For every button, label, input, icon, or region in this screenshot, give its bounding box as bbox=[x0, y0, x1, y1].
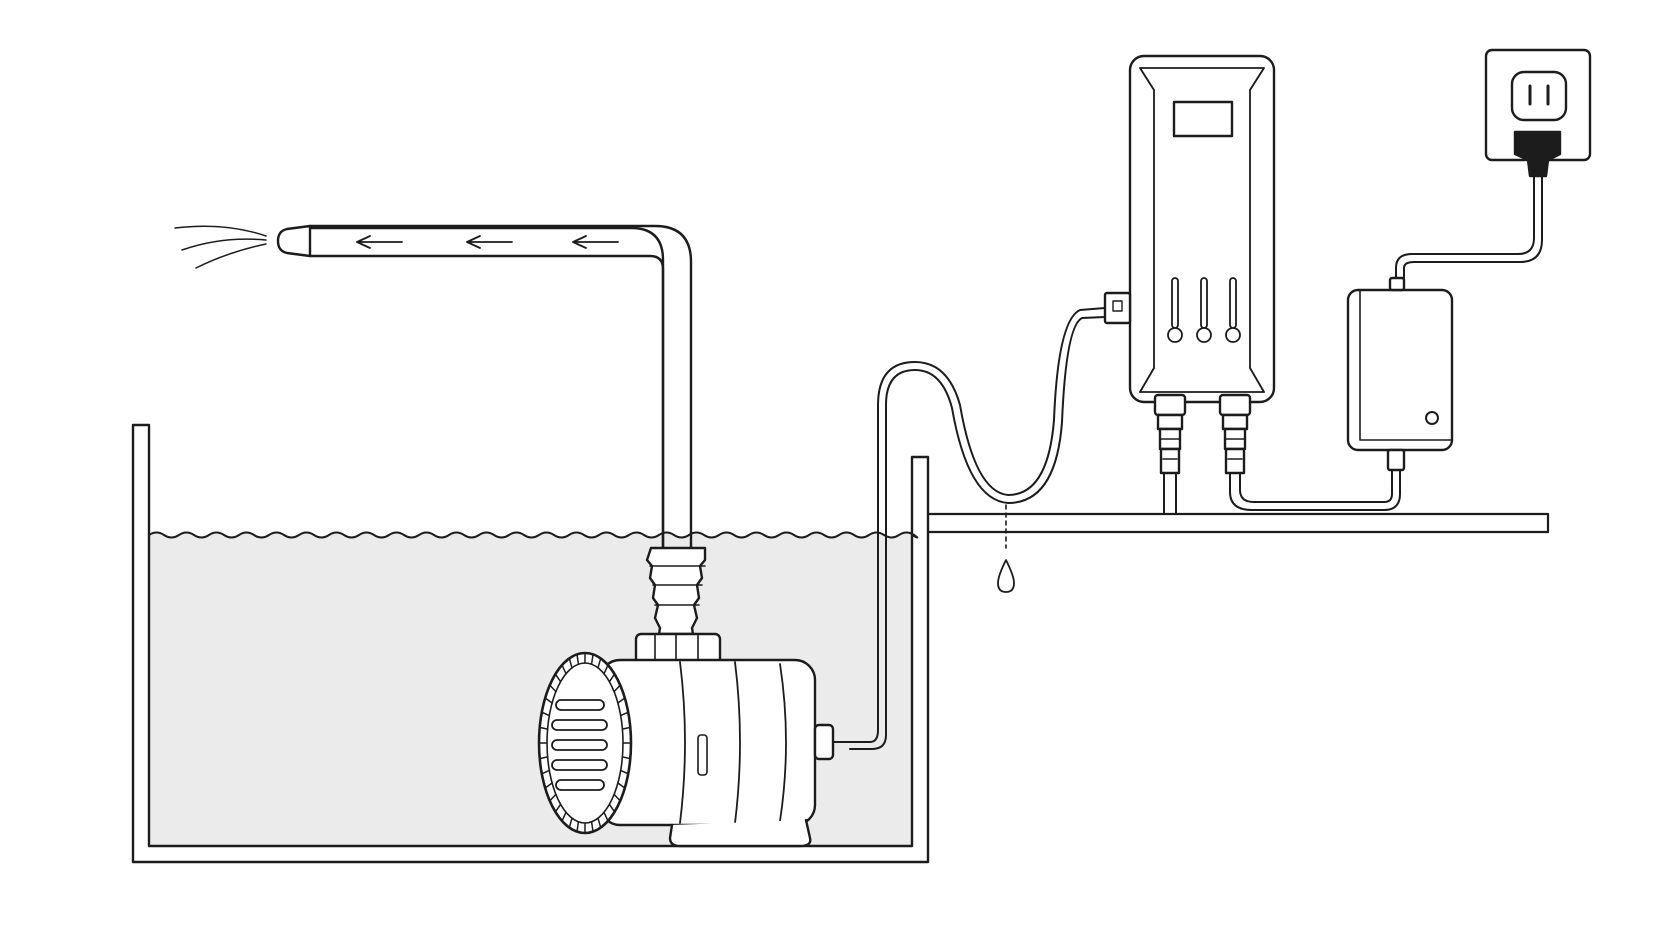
controller bbox=[1103, 54, 1276, 515]
intake-rib bbox=[621, 726, 632, 730]
intake-rib bbox=[541, 769, 551, 775]
controller-connector-left bbox=[1153, 393, 1187, 515]
water-spray-icon bbox=[174, 225, 267, 269]
intake-rib bbox=[576, 821, 580, 833]
controller-side-port bbox=[1103, 291, 1132, 325]
power-cable bbox=[1395, 174, 1535, 279]
nozzle bbox=[276, 224, 312, 258]
intake-rib bbox=[621, 756, 632, 760]
intake-rib bbox=[608, 803, 616, 813]
intake-rib bbox=[554, 673, 562, 683]
intake-rib bbox=[617, 782, 626, 789]
intake-rib bbox=[603, 811, 609, 822]
pump-cable bbox=[849, 307, 1106, 743]
intake-rib bbox=[613, 793, 621, 802]
intake-rib bbox=[613, 684, 621, 693]
intake-rib bbox=[590, 653, 594, 665]
intake-rib bbox=[538, 756, 549, 760]
tank-wall-left bbox=[131, 423, 930, 864]
intake-rib bbox=[544, 782, 553, 789]
intake-rib bbox=[597, 817, 602, 829]
intake-rib bbox=[597, 657, 602, 669]
outlet-pipe-edge-top bbox=[308, 224, 693, 550]
intake-rib bbox=[590, 821, 594, 833]
intake-rib bbox=[541, 711, 551, 717]
intake-rib bbox=[568, 817, 573, 829]
indicator-light-icon bbox=[1167, 277, 1241, 343]
intake-rib bbox=[619, 769, 629, 775]
water-drop-icon bbox=[997, 504, 1015, 593]
flow-arrow-icon bbox=[356, 235, 619, 249]
pump-cable-gland bbox=[813, 723, 835, 761]
intake-rib bbox=[576, 653, 580, 665]
submersible-pump bbox=[537, 546, 851, 848]
controller-connector-right bbox=[1218, 393, 1252, 475]
intake-rib bbox=[608, 673, 616, 683]
power-plug-icon bbox=[1513, 130, 1562, 178]
shelf bbox=[926, 512, 1550, 534]
intake-rib bbox=[561, 811, 567, 822]
pump-intake-screen bbox=[537, 651, 633, 835]
intake-rib bbox=[603, 664, 609, 675]
intake-rib bbox=[549, 793, 557, 802]
intake-rib bbox=[538, 726, 549, 730]
adapter-cable bbox=[1229, 469, 1401, 511]
intake-rib bbox=[544, 697, 553, 704]
outlet-pipe-edge-bottom bbox=[308, 254, 665, 550]
intake-rib bbox=[561, 664, 567, 675]
power-adapter bbox=[1346, 276, 1454, 472]
outlet-pipe-outer bbox=[310, 226, 691, 548]
outlet-pipe bbox=[308, 224, 693, 550]
pump-base bbox=[668, 818, 812, 848]
intake-rib bbox=[619, 711, 629, 717]
wall-outlet bbox=[1484, 48, 1592, 162]
water-surface-wave bbox=[148, 531, 919, 539]
intake-rib bbox=[568, 657, 573, 669]
intake-rib bbox=[617, 697, 626, 704]
controller-display bbox=[1172, 100, 1234, 138]
pump-outlet-barb bbox=[645, 546, 707, 636]
intake-rib bbox=[554, 803, 562, 813]
intake-rib bbox=[549, 684, 557, 693]
